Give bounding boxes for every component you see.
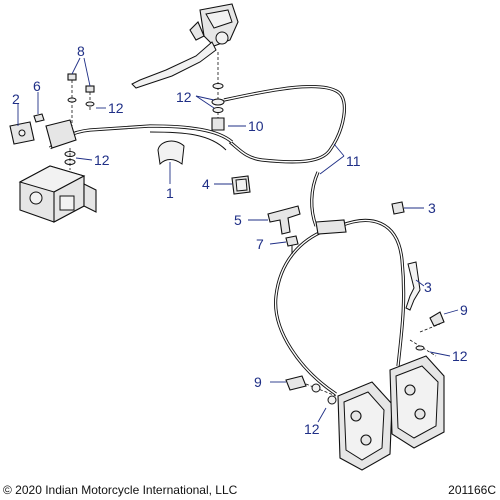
abs-bracket [9,121,35,145]
callout-11: 11 [346,153,361,169]
right-brake-caliper [389,355,445,449]
callout-10: 10 [248,118,264,134]
callout-2: 2 [12,91,20,107]
master-cylinder [189,3,239,47]
left-brake-caliper [337,381,393,471]
brake-lever [131,41,217,89]
callout-12-abs-top: 12 [108,100,124,116]
abs-module [18,165,97,223]
callout-4: 4 [202,176,210,192]
figure-code: 201166C [448,483,496,497]
callout-6: 6 [33,78,41,94]
callout-9-left: 9 [254,374,262,390]
callout-labels: 1 2 3 3 4 5 6 7 8 9 9 10 11 12 12 12 12 … [12,43,468,437]
callout-3-upper: 3 [428,200,436,216]
callout-12-left-caliper: 12 [304,421,320,437]
brake-line-tee [315,219,347,235]
hose-clip [157,140,185,166]
callout-3-lower: 3 [424,279,432,295]
copyright-notice: © 2020 Indian Motorcycle International, … [3,483,238,497]
banjo-bolt-left [285,375,337,405]
callout-5: 5 [234,212,242,228]
washers-right-caliper [409,339,437,357]
callout-12-master: 12 [176,89,192,105]
leader-lines [17,57,459,423]
bracket-bolt [285,235,299,254]
hose-bracket [267,205,301,235]
callout-12-abs-lower: 12 [94,152,110,168]
bracket-screw [33,113,45,123]
banjo-washers-upper [211,52,225,131]
abs-connector-block [45,119,77,170]
callout-9-right: 9 [460,302,468,318]
callout-12-right-caliper: 12 [452,348,468,364]
callout-1: 1 [166,185,174,201]
grommet [231,175,251,195]
bleeder-screw-right [419,311,445,333]
brake-fitting-upper [391,201,405,215]
brake-hoses [49,84,406,396]
brake-fitting-lower [405,261,421,311]
callout-7: 7 [256,236,264,252]
callout-8: 8 [77,43,85,59]
abs-mount-bolts [67,73,95,126]
